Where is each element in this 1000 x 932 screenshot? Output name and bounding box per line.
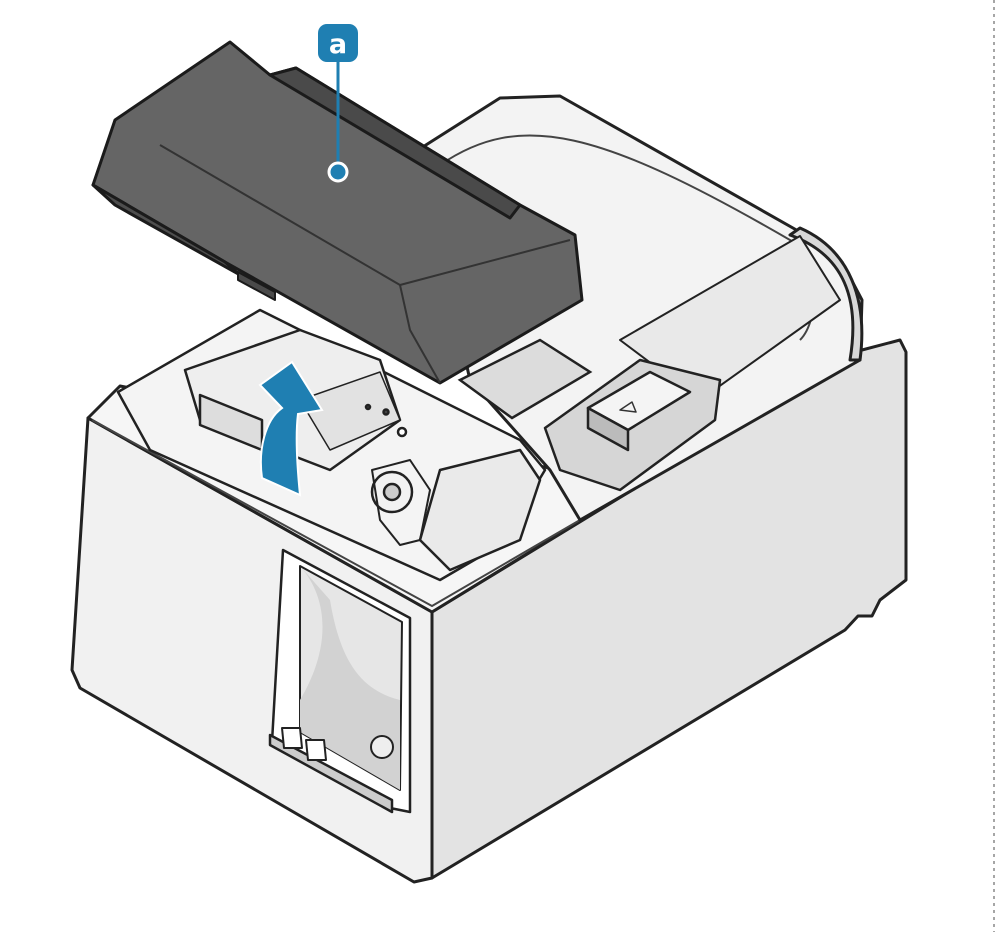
callout-target-dot [327,161,349,183]
printer-cover-ridge [268,66,522,220]
callout-badge: a [318,24,358,62]
paper-outlet-sensor [370,735,394,759]
interior-mechanism [116,308,547,582]
printer-right-side [430,338,908,880]
triangle-up-icon [619,401,637,413]
printer-front-edge [91,419,581,607]
paper-outlet-tab-right [305,739,327,761]
printer-cover [91,40,584,385]
screw-hole-1 [396,426,408,438]
paper-outlet [268,548,412,814]
adjust-gear-hub [382,482,402,502]
mechanism-plate [299,371,401,451]
feed-button-front [586,406,630,452]
gear-bracket [371,459,431,546]
rear-housing-roll [788,226,864,362]
screw-hole-3 [364,403,372,411]
rear-housing-top [416,94,864,522]
callout-label-a: a [329,29,347,60]
printer-cover-hinge-tab [237,271,276,301]
feed-button [543,358,722,492]
paper-roll-window [457,338,593,420]
paper-outlet-lip [268,733,394,814]
rear-housing [416,94,864,522]
callout-badge-background [318,24,358,62]
paper-outlet-shadow [300,566,400,790]
printer-cover-side-line [399,284,441,384]
arrow-up-curved-icon [258,360,324,497]
screw-hole-2 [382,408,390,416]
paper-outlet-tab-left [281,727,303,749]
